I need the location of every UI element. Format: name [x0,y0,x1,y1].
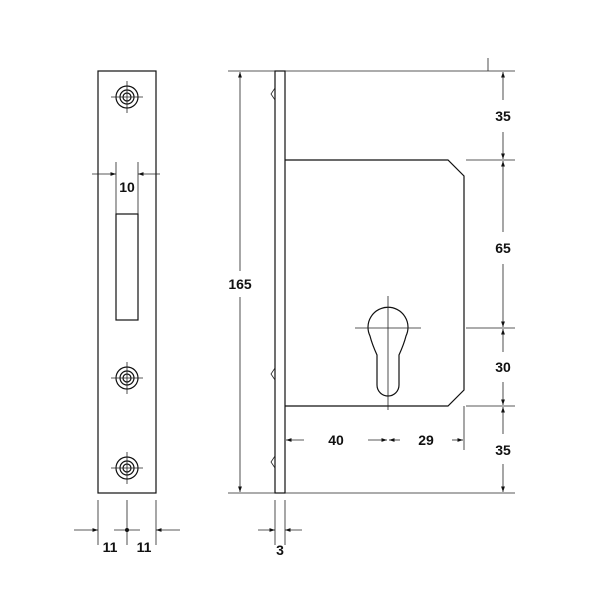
label-bolt-width: 10 [119,179,135,195]
label-forend-right: 11 [137,539,152,555]
screw-hole-middle [111,362,143,394]
label-forend-left: 11 [103,539,118,555]
dimension-vertical-right: 35 65 30 35 [285,58,515,494]
dimension-forend-width: 11 11 [74,500,180,555]
label-top-to-case: 35 [495,108,511,124]
forend-plate [97,70,157,494]
label-cylinder-section: 30 [495,359,511,375]
label-keyhole-to-edge: 29 [418,432,434,448]
lock-side-view: 3 165 40 29 [228,58,515,558]
dimension-overall-height: 165 [228,70,275,494]
lock-case [285,159,465,407]
label-bottom-section: 35 [495,442,511,458]
dimension-plate-thickness: 3 [258,500,302,558]
label-backset: 40 [328,432,344,448]
screw-hole-top [111,81,143,113]
bolt-slot [115,213,139,321]
dimension-backset: 40 29 [286,406,465,450]
dimension-bolt-width: 10 [92,162,160,214]
keyhole [367,306,409,397]
label-overall-height: 165 [228,276,252,292]
side-plate [274,70,286,494]
label-case-height-upper: 65 [495,240,511,256]
forend-front-view: 10 11 11 [74,70,180,555]
screw-hole-bottom [111,452,143,484]
label-plate-thickness: 3 [276,542,284,558]
